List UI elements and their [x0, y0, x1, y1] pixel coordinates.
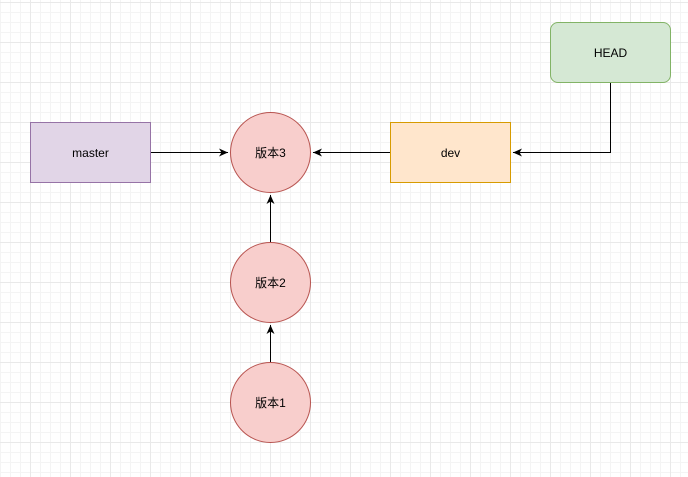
version-2-node[interactable]: 版本2: [230, 242, 311, 323]
version-1-label: 版本1: [255, 396, 286, 410]
head-label: HEAD: [593, 45, 628, 60]
version-1-node[interactable]: 版本1: [230, 362, 311, 443]
head-pointer-node[interactable]: HEAD: [550, 22, 671, 83]
master-branch-node[interactable]: master: [30, 122, 151, 183]
version-3-node[interactable]: 版本3: [230, 112, 311, 193]
dev-label: dev: [440, 145, 461, 160]
edge-head-to-dev: [513, 83, 611, 157]
master-label: master: [72, 145, 109, 160]
dev-branch-node[interactable]: dev: [390, 122, 511, 183]
version-2-label: 版本2: [255, 276, 286, 290]
version-3-label: 版本3: [255, 146, 286, 160]
